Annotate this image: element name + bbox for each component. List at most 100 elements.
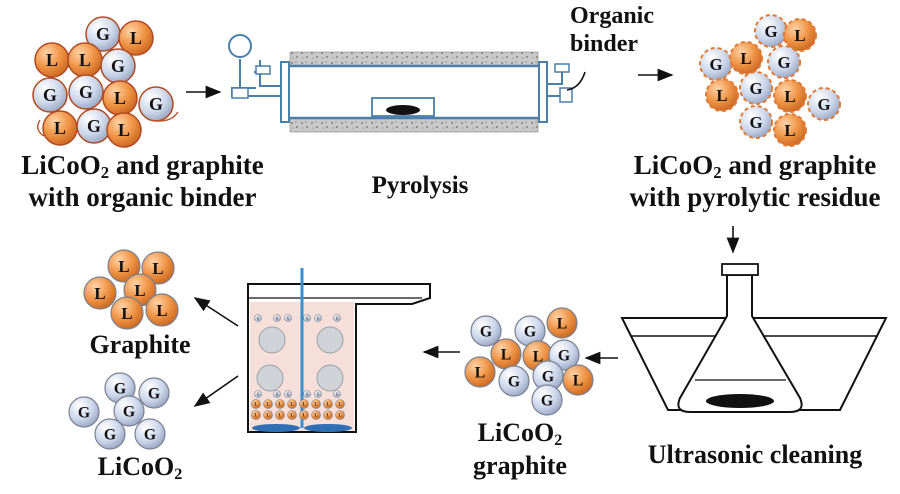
svg-text:L: L [573, 372, 584, 389]
svg-text:G: G [336, 316, 339, 320]
svg-text:L: L [94, 284, 105, 303]
svg-text:G: G [148, 385, 160, 402]
svg-text:G: G [111, 56, 125, 76]
graphite-particle: G [531, 384, 563, 416]
licoo2-particle: L [311, 410, 321, 420]
graphite-particle: G [94, 418, 126, 450]
svg-text:G: G [306, 316, 309, 320]
svg-text:L: L [79, 50, 91, 70]
ultrasonic-bath [620, 263, 888, 413]
svg-text:G: G [709, 55, 722, 74]
svg-text:G: G [480, 323, 492, 340]
svg-text:L: L [784, 87, 795, 106]
licoo2-particle: L [311, 399, 321, 409]
label-organic-binder: Organic binder [570, 3, 654, 57]
graphite-particle: G [470, 315, 502, 347]
graphite-particle: G [807, 87, 841, 121]
svg-text:L: L [290, 403, 293, 408]
graphite-particle: G [767, 45, 801, 79]
licoo2-particle: L [251, 399, 261, 409]
svg-text:G: G [104, 426, 116, 443]
svg-text:G: G [817, 95, 830, 114]
svg-text:G: G [149, 94, 163, 114]
svg-text:G: G [749, 79, 762, 98]
svg-text:G: G [79, 82, 93, 102]
sample-powder [386, 105, 420, 115]
licoo2-particle: L [42, 110, 78, 146]
graphite-particle: G [754, 14, 788, 48]
svg-text:L: L [326, 414, 329, 419]
licoo2-particle: L [490, 338, 522, 370]
licoo2-particle: L [335, 399, 345, 409]
svg-text:L: L [134, 281, 145, 300]
svg-text:L: L [156, 301, 167, 320]
licoo2-particle: L [67, 42, 103, 78]
svg-text:L: L [326, 403, 329, 408]
licoo2-particle: L [251, 410, 261, 420]
svg-text:G: G [287, 316, 290, 320]
svg-text:L: L [784, 121, 795, 140]
svg-text:G: G [144, 426, 156, 443]
graphite-particle: G [333, 390, 341, 398]
svg-text:G: G [749, 113, 762, 132]
graphite-particle: G [284, 314, 292, 322]
graphite-aggregate [258, 326, 286, 354]
licoo2-particle: L [110, 296, 144, 330]
licoo2-particle: L [275, 410, 285, 420]
svg-text:G: G [317, 316, 320, 320]
svg-text:L: L [278, 403, 281, 408]
licoo2-particle: L [107, 249, 141, 283]
graphite-particle: G [548, 339, 580, 371]
graphite-particle: G [284, 390, 292, 398]
graphite-particle: G [68, 396, 100, 428]
svg-text:L: L [54, 118, 66, 138]
graphite-particle: G [138, 86, 174, 122]
licoo2-particle: L [106, 112, 142, 148]
licoo2-particle: L [299, 410, 309, 420]
label-ultrasonic-cleaning: Ultrasonic cleaning [647, 440, 863, 469]
svg-text:L: L [254, 403, 257, 408]
licoo2-particle: L [263, 410, 273, 420]
licoo2-particle: L [102, 80, 138, 116]
graphite-particle: G [138, 377, 170, 409]
graphite-particle: G [532, 360, 564, 392]
graphite-aggregate [316, 326, 344, 354]
svg-text:L: L [533, 348, 544, 365]
svg-text:G: G [336, 392, 339, 396]
svg-text:G: G [287, 392, 290, 396]
graphite-particle: G [100, 48, 136, 84]
label-pyrolysis: Pyrolysis [371, 172, 469, 199]
sample-powder [706, 394, 774, 408]
graphite-particle: G [498, 365, 530, 397]
licoo2-particle: L [263, 399, 273, 409]
licoo2-particle: L [287, 399, 297, 409]
svg-text:L: L [266, 403, 269, 408]
graphite-particle: G [314, 390, 322, 398]
licoo2-particle: L [773, 113, 807, 147]
graphite-particle: G [254, 314, 262, 322]
label-licoo2-graphite-mix: LiCoO2 graphite [473, 418, 567, 480]
svg-text:L: L [121, 304, 132, 323]
svg-text:G: G [257, 316, 260, 320]
graphite-particle: G [699, 47, 733, 81]
svg-text:G: G [87, 116, 101, 136]
svg-text:L: L [46, 50, 58, 70]
graphite-particle: G [303, 390, 311, 398]
arrow-to-licoo2 [193, 375, 239, 407]
svg-text:L: L [254, 414, 257, 419]
licoo2-particle: L [287, 410, 297, 420]
label-licoo2: LiCoO2 [97, 452, 183, 484]
svg-text:L: L [740, 49, 751, 68]
licoo2-particle: L [464, 356, 496, 388]
svg-text:G: G [508, 373, 520, 390]
pyrolysis-furnace [228, 34, 573, 133]
licoo2-particle: L [141, 251, 175, 285]
pressure-gauge-icon [228, 34, 252, 58]
licoo2-particle: L [773, 79, 807, 113]
licoo2-particle: L [323, 410, 333, 420]
svg-text:G: G [257, 392, 260, 396]
svg-text:L: L [302, 403, 305, 408]
svg-text:L: L [338, 403, 341, 408]
